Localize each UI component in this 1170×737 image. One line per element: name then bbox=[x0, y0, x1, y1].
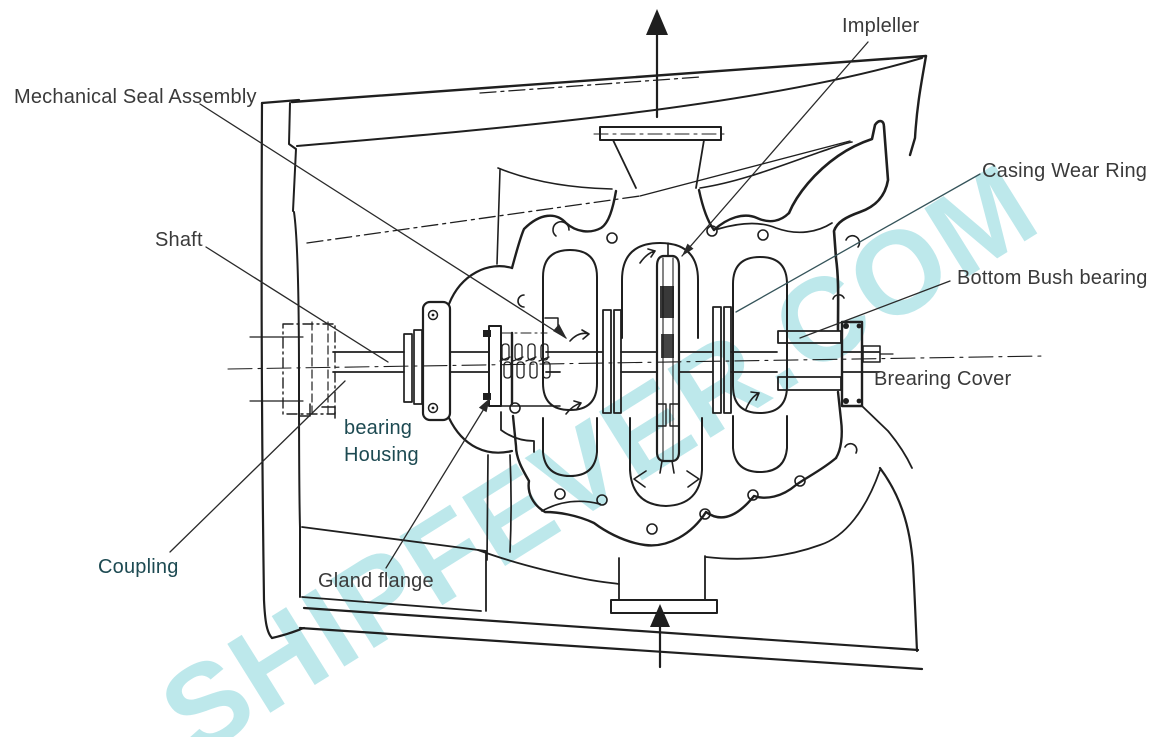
label-gland-flange: Gland flange bbox=[318, 570, 434, 592]
leader-shaft bbox=[205, 246, 389, 363]
shaft-part bbox=[227, 351, 1046, 373]
coupling-part bbox=[249, 321, 336, 419]
discharge-arrow-icon bbox=[646, 9, 668, 119]
wear-rings bbox=[602, 306, 732, 414]
leader-coupling bbox=[169, 380, 346, 553]
casing-outline bbox=[447, 119, 890, 561]
seal-springs bbox=[499, 343, 551, 379]
shaft-centerline bbox=[227, 355, 1046, 370]
label-bearing-housing: bearing Housing bbox=[344, 417, 419, 466]
flow-arrows bbox=[565, 248, 760, 488]
leader-casing-wear-ring bbox=[735, 173, 981, 313]
label-shaft: Shaft bbox=[155, 229, 203, 251]
label-bearing-cover: Brearing Cover bbox=[874, 368, 1012, 390]
frame-outline bbox=[260, 54, 928, 671]
gland-flange-part bbox=[500, 411, 535, 453]
label-mechanical-seal-assembly: Mechanical Seal Assembly bbox=[14, 86, 257, 108]
bearing-cover-part bbox=[840, 320, 864, 408]
mechanical-seal-part bbox=[483, 317, 561, 453]
flange-bolt-holes bbox=[509, 221, 861, 535]
leader-bottom-bush-bearing bbox=[799, 280, 951, 339]
suction-branch bbox=[477, 469, 881, 669]
bush-bearing-and-cover bbox=[777, 320, 913, 469]
impeller-part bbox=[655, 242, 681, 474]
leader-gland-flange bbox=[385, 398, 491, 569]
bearing-housing-part bbox=[403, 300, 452, 422]
discharge-branch bbox=[593, 9, 729, 189]
label-bottom-bush-bearing: Bottom Bush bearing bbox=[957, 267, 1148, 289]
label-casing-wear-ring: Casing Wear Ring bbox=[982, 160, 1148, 182]
leader-lines bbox=[169, 41, 981, 569]
suction-arrow-icon bbox=[650, 604, 670, 669]
label-coupling: Coupling bbox=[98, 556, 179, 578]
leader-impeller bbox=[681, 41, 869, 257]
volute-passages bbox=[542, 242, 788, 507]
label-impeller: Impleller bbox=[842, 15, 920, 37]
leader-mechanical-seal bbox=[199, 103, 567, 339]
